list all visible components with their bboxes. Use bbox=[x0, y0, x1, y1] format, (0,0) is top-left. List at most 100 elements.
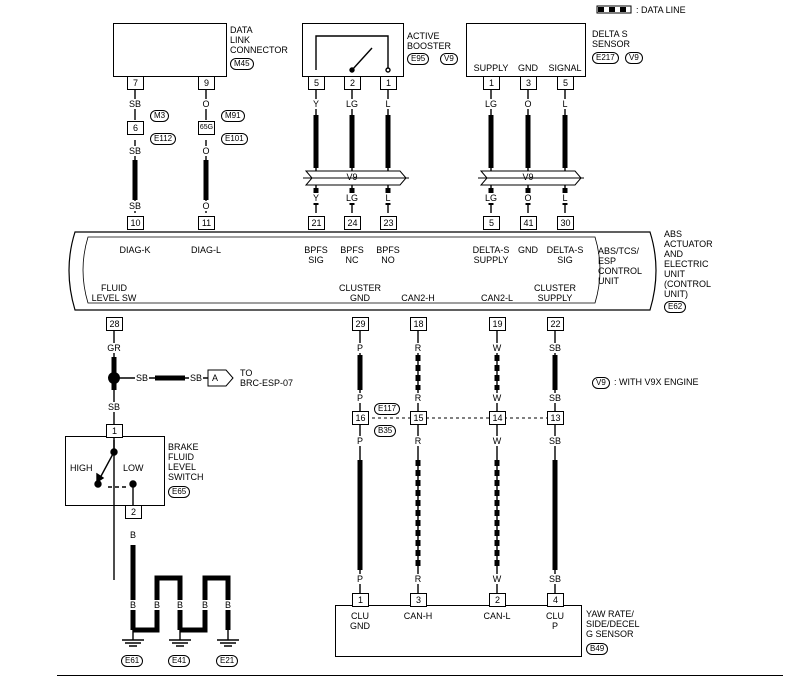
wire-color: SB bbox=[134, 373, 150, 383]
wire-color: L bbox=[384, 99, 392, 109]
yaw-pin-1: 1 bbox=[352, 593, 369, 607]
abs-pin-28: 28 bbox=[106, 317, 123, 331]
data-link-connector-box bbox=[113, 23, 227, 77]
abs-unit-body bbox=[68, 231, 657, 311]
inline-pin-14: 14 bbox=[489, 411, 506, 425]
booster-pin-1: 1 bbox=[380, 76, 397, 90]
brake-fluid-switch-name: BRAKE FLUID LEVEL SWITCH bbox=[168, 442, 204, 482]
wire-color: B bbox=[223, 600, 233, 610]
bfl-pin-2: 2 bbox=[125, 505, 142, 519]
wire-color: O bbox=[201, 201, 211, 211]
yaw-terminal-label: CAN-L bbox=[483, 611, 511, 621]
e112-connector-id: E112 bbox=[150, 133, 177, 145]
abs-pin-5: 5 bbox=[483, 216, 500, 230]
wire-color: P bbox=[355, 343, 365, 353]
wire-color: LG bbox=[344, 99, 360, 109]
delta-s-sensor-name: DELTA S SENSOR bbox=[592, 29, 631, 49]
inline-pin-15: 15 bbox=[410, 411, 427, 425]
yaw-terminal-label: CLU GND bbox=[350, 611, 370, 631]
abs-pin-29: 29 bbox=[352, 317, 369, 331]
wire-color: B bbox=[175, 600, 185, 610]
abs-pin-24: 24 bbox=[344, 216, 361, 230]
m3-connector-id: M3 bbox=[150, 110, 170, 122]
delta-s-pin-label: SUPPLY bbox=[473, 63, 509, 73]
wire-color: B bbox=[128, 530, 138, 540]
wire-color: SB bbox=[547, 343, 563, 353]
wire-color: W bbox=[491, 574, 503, 584]
delta-s-pin-5: 5 bbox=[557, 76, 574, 90]
e95-connector-id: E95 bbox=[407, 53, 430, 65]
wire-color: L bbox=[384, 193, 392, 203]
wire-color: L bbox=[561, 99, 569, 109]
wire-color: R bbox=[413, 574, 423, 584]
yaw-pin-4: 4 bbox=[547, 593, 564, 607]
yaw-pin-3: 3 bbox=[410, 593, 427, 607]
yaw-terminal-label: CAN-H bbox=[403, 611, 433, 621]
booster-switch-glyph bbox=[315, 35, 391, 73]
wire-color: LG bbox=[483, 193, 499, 203]
yaw-sensor-box bbox=[335, 605, 582, 657]
wire-color: SB bbox=[127, 99, 143, 109]
wire-color: O bbox=[201, 146, 211, 156]
active-booster-box bbox=[302, 23, 404, 77]
to-brc-esp-label: TO BRC-ESP-07 bbox=[240, 368, 294, 388]
abs-pin-22: 22 bbox=[547, 317, 564, 331]
v9-variant-badge: V9 bbox=[625, 52, 643, 64]
abs-pin-41: 41 bbox=[520, 216, 537, 230]
wire-color: R bbox=[413, 436, 423, 446]
delta-s-pin-3: 3 bbox=[520, 76, 537, 90]
abs-pin-18: 18 bbox=[410, 317, 427, 331]
yaw-pin-2: 2 bbox=[489, 593, 506, 607]
data-link-pin-7: 7 bbox=[127, 76, 144, 90]
v9-legend-label: : WITH V9X ENGINE bbox=[614, 377, 699, 387]
booster-pin-5: 5 bbox=[308, 76, 325, 90]
delta-s-pin-1: 1 bbox=[483, 76, 500, 90]
wire-color: O bbox=[201, 99, 211, 109]
yaw-terminal-label: CLU P bbox=[545, 611, 565, 631]
abs-terminal-label: GND bbox=[518, 245, 538, 255]
wire-color: B bbox=[200, 600, 210, 610]
low-label: LOW bbox=[123, 463, 144, 473]
data-link-wires bbox=[132, 90, 209, 213]
delta-s-pin-label: GND bbox=[518, 63, 538, 73]
wire-color: B bbox=[128, 600, 138, 610]
inline-pin-65g: 65G bbox=[198, 121, 215, 135]
abs-pin-11: 11 bbox=[198, 216, 215, 230]
ground-e61-id: E61 bbox=[121, 655, 144, 667]
wire-color: W bbox=[491, 393, 503, 403]
abs-actuator-name: ABS ACTUATOR AND ELECTRIC UNIT (CONTROL … bbox=[664, 229, 713, 299]
bfl-pin-1: 1 bbox=[106, 424, 123, 438]
v9-legend-badge: V9 bbox=[592, 377, 610, 389]
wire-color: SB bbox=[547, 574, 563, 584]
abs-terminal-label: DIAG-K bbox=[119, 245, 151, 255]
splice-to-brc bbox=[108, 369, 234, 387]
wire-color: R bbox=[413, 343, 423, 353]
wire-color: P bbox=[355, 436, 365, 446]
wire-color: SB bbox=[106, 402, 122, 412]
inline-pin-16: 16 bbox=[352, 411, 369, 425]
ground-e41-id: E41 bbox=[168, 655, 191, 667]
b35-connector-id: B35 bbox=[374, 425, 397, 437]
abs-pin-30: 30 bbox=[557, 216, 574, 230]
wire-color: P bbox=[355, 574, 365, 584]
ground-network bbox=[122, 545, 239, 647]
abs-control-unit-name: ABS/TCS/ ESP CONTROL UNIT bbox=[598, 246, 643, 286]
data-line-legend-sample bbox=[596, 5, 632, 14]
wire-color: Y bbox=[311, 193, 321, 203]
booster-pin-2: 2 bbox=[344, 76, 361, 90]
yaw-sensor-name: YAW RATE/ SIDE/DECEL G SENSOR bbox=[586, 609, 640, 639]
e217-connector-id: E217 bbox=[592, 52, 619, 64]
wire-color: SB bbox=[127, 201, 143, 211]
abs-pin-21: 21 bbox=[308, 216, 325, 230]
wire-color: R bbox=[413, 393, 423, 403]
connector-a-label: A bbox=[212, 373, 219, 383]
abs-terminal-label: CLUSTER GND bbox=[338, 283, 382, 303]
harness-v9-label: V9 bbox=[522, 172, 534, 182]
m45-connector-id: M45 bbox=[230, 58, 254, 70]
high-label: HIGH bbox=[70, 463, 93, 473]
bottom-divider bbox=[57, 675, 783, 676]
wire-color: O bbox=[523, 193, 533, 203]
b49-connector-id: B49 bbox=[586, 643, 609, 655]
abs-pin-10: 10 bbox=[127, 216, 144, 230]
